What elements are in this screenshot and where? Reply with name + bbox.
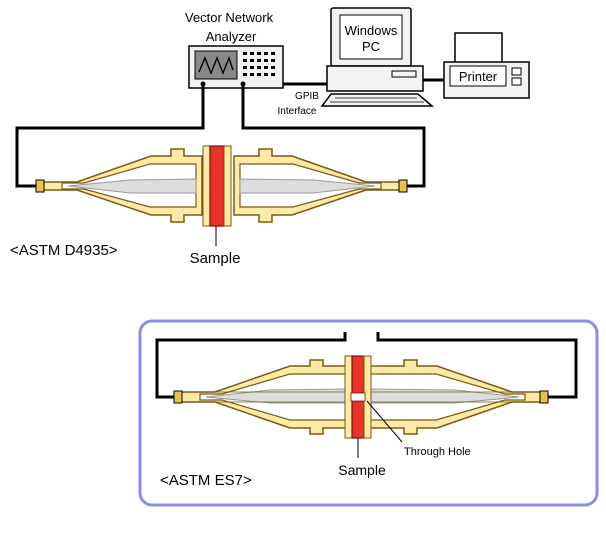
bottom-standard-label: <ASTM ES7> xyxy=(160,472,252,489)
top-sample xyxy=(209,145,225,227)
setup-astm-es7-panel: Through Hole Sample <ASTM ES7> xyxy=(138,319,599,507)
bottom-connector-left xyxy=(173,390,183,404)
top-sample-label: Sample xyxy=(190,250,241,267)
printer-paper xyxy=(454,32,503,66)
bottom-cable-left xyxy=(155,332,347,399)
top-cable-right xyxy=(241,84,426,188)
top-standard-label: <ASTM D4935> xyxy=(10,242,118,259)
bottom-cable-right xyxy=(376,332,578,399)
top-flange-left xyxy=(202,145,211,227)
gpib-interface: GPIB Interface xyxy=(278,78,444,117)
vna-waveform xyxy=(198,55,234,75)
through-hole-leader xyxy=(366,400,403,443)
vna-label-line2: Analyzer xyxy=(206,29,257,44)
setup-astm-d4935: Sample <ASTM D4935> xyxy=(10,84,426,267)
vna-keypad xyxy=(243,52,275,76)
through-hole xyxy=(350,392,366,402)
top-connector-left xyxy=(35,179,45,193)
printer: Printer xyxy=(443,32,530,99)
interface-label-line2: Interface xyxy=(278,106,317,117)
pc-keyboard xyxy=(320,93,435,107)
printer-label-box xyxy=(449,65,507,87)
pc-screen xyxy=(339,14,403,60)
printer-label: Printer xyxy=(459,69,498,84)
es7-panel-border xyxy=(138,319,599,507)
pc-drive xyxy=(391,70,417,78)
windows-pc: Windows PC xyxy=(320,7,435,107)
through-hole-label: Through Hole xyxy=(404,446,471,458)
pc-label-line1: Windows xyxy=(345,23,398,38)
top-cable-left xyxy=(15,84,205,188)
top-flange-right xyxy=(223,145,232,227)
bottom-sample-label: Sample xyxy=(338,462,386,478)
vna-label-line1: Vector Network xyxy=(185,10,274,25)
interface-label-line1: GPIB xyxy=(295,91,319,102)
bottom-connector-right xyxy=(539,390,549,404)
top-conductor-left xyxy=(67,178,197,194)
vector-network-analyzer: Vector Network Analyzer xyxy=(185,10,284,89)
pc-base xyxy=(326,65,424,92)
top-connector-right xyxy=(398,179,408,193)
pc-label-line2: PC xyxy=(362,39,380,54)
top-conductor-right xyxy=(239,178,376,194)
